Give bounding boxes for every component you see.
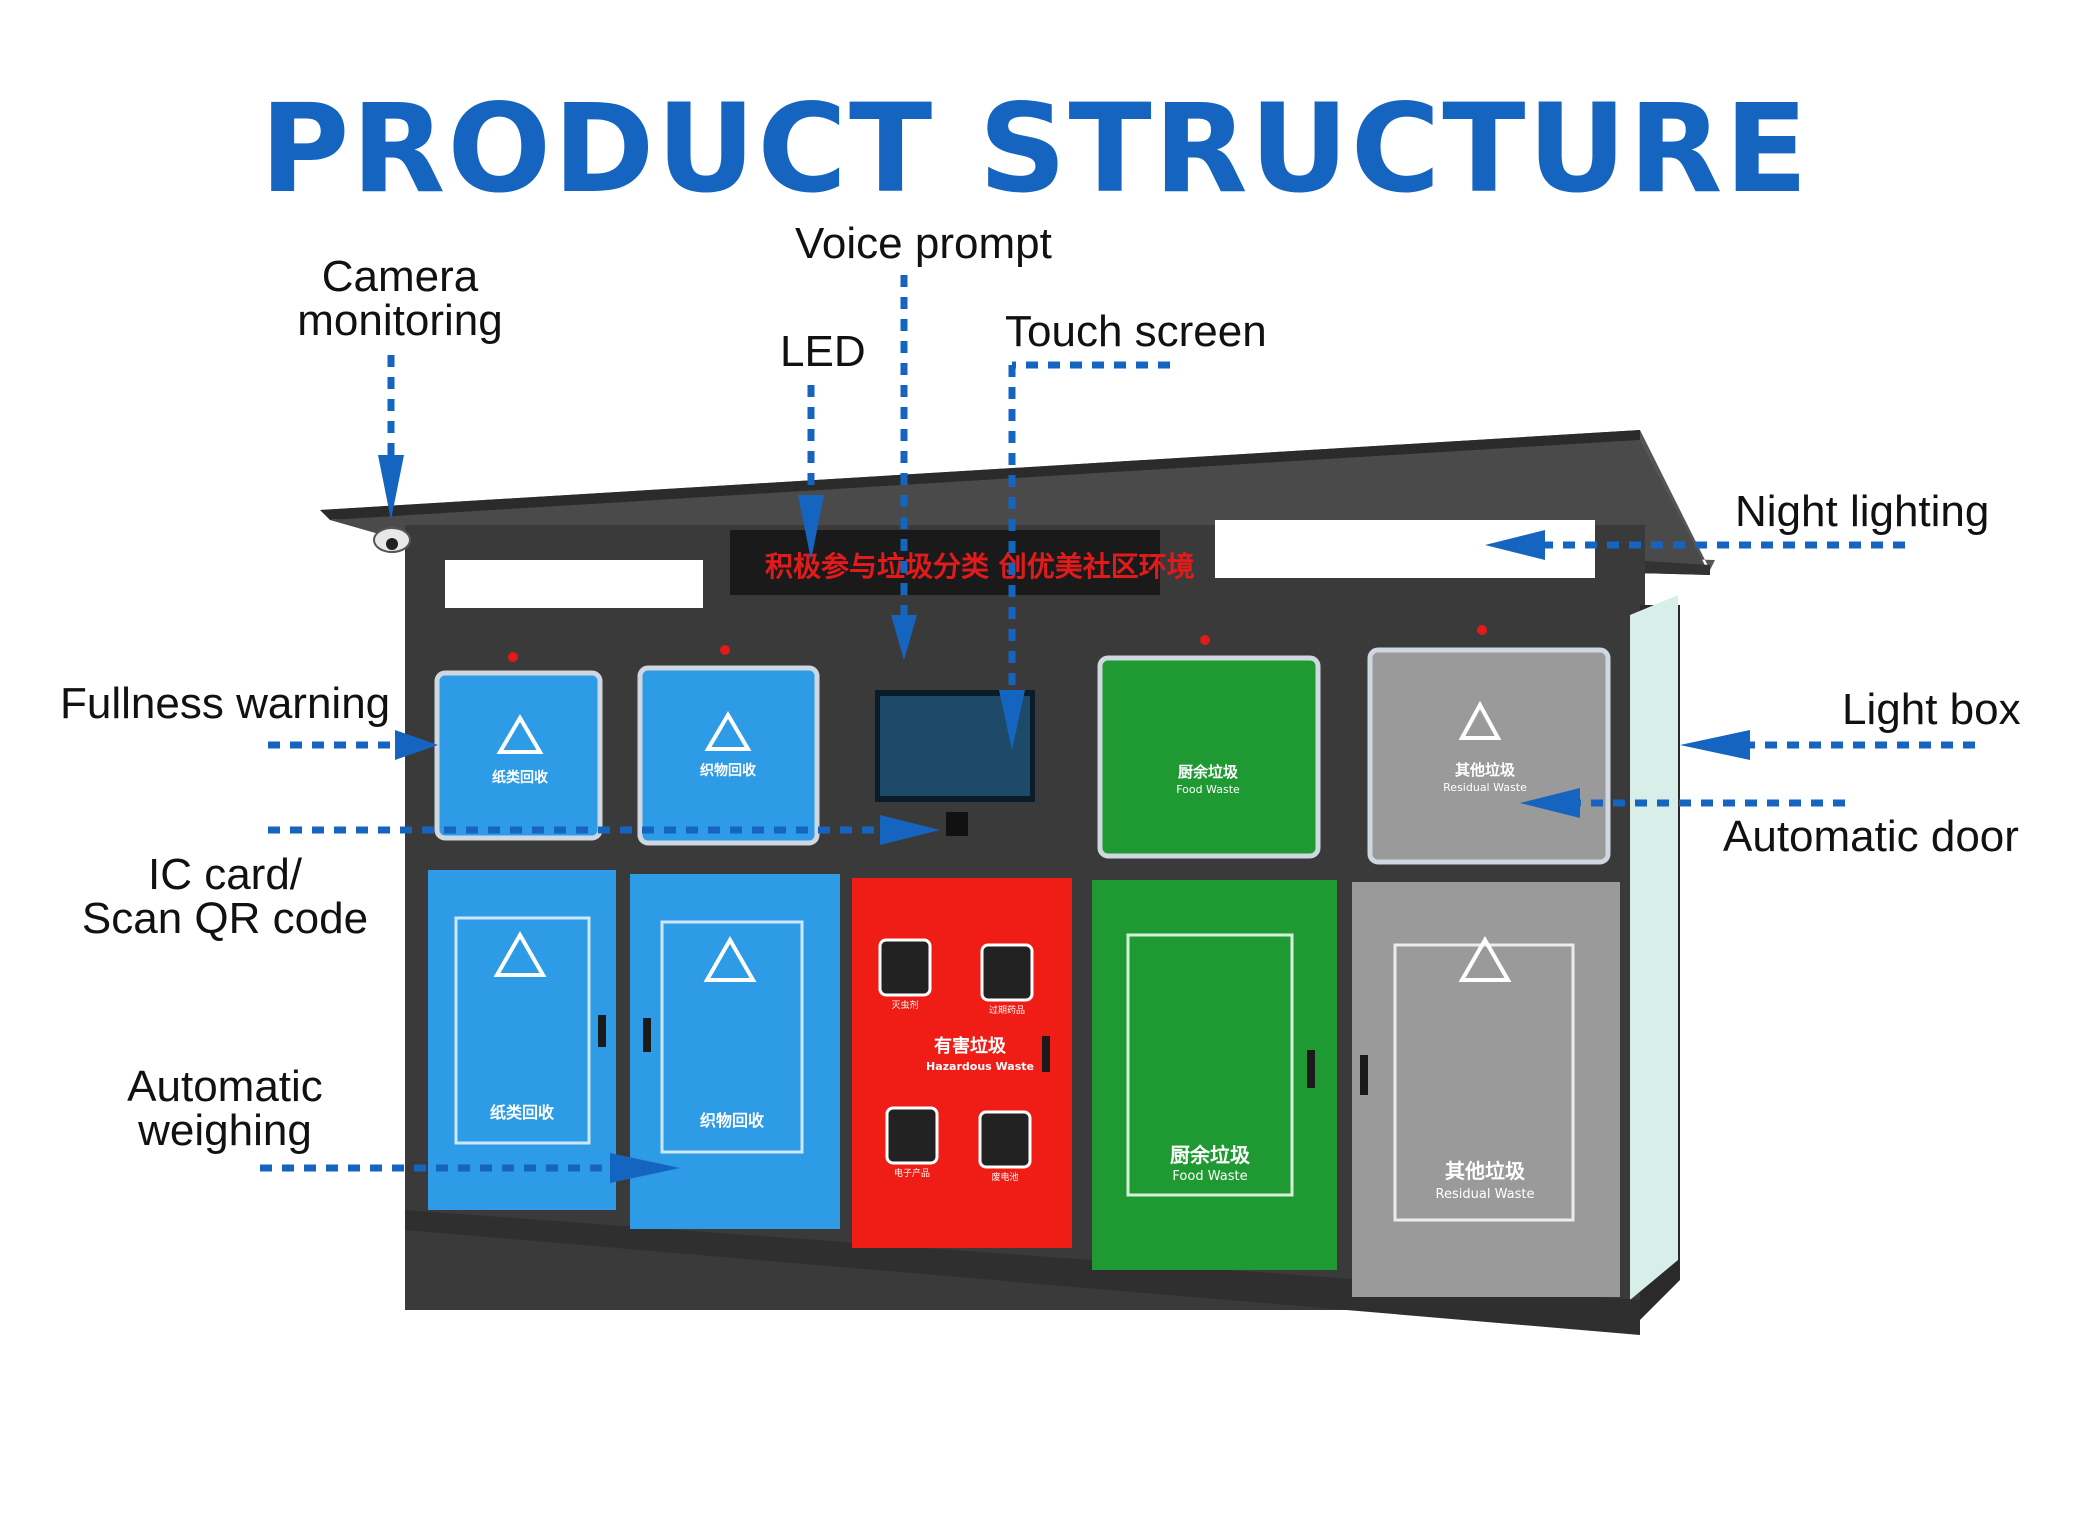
label-camera: Camera monitoring bbox=[290, 255, 510, 343]
residual-upper-panel bbox=[1367, 647, 1611, 865]
fabric-upper-panel bbox=[637, 665, 820, 846]
paper-door bbox=[428, 870, 616, 1210]
led-display bbox=[730, 530, 1160, 595]
warning-lights bbox=[508, 625, 1487, 662]
door-label-hazardous-en: Hazardous Waste bbox=[926, 1060, 1034, 1073]
label-automatic-door: Automatic door bbox=[1723, 812, 2019, 861]
upper-panels bbox=[434, 640, 1611, 865]
door-label-fabric: 织物回收 bbox=[700, 1111, 764, 1130]
upper-label-paper: 纸类回收 bbox=[492, 769, 549, 786]
leader-lines bbox=[260, 275, 1975, 1183]
upper-label-residual: 其他垃圾 bbox=[1455, 761, 1516, 779]
hazard-label-pesticide: 灭虫剂 bbox=[891, 999, 918, 1011]
door-label-food-en: Food Waste bbox=[1172, 1169, 1247, 1184]
upper-label-food-en: Food Waste bbox=[1176, 783, 1240, 796]
label-weighing-line2: weighing bbox=[138, 1106, 312, 1155]
door-label-hazardous: 有害垃圾 bbox=[934, 1035, 1007, 1057]
door-labels: 纸类回收 织物回收 厨余垃圾 其他垃圾 Food Waste Residual … bbox=[490, 761, 1534, 1202]
residual-door bbox=[1352, 882, 1620, 1297]
label-automatic-weighing: Automatic weighing bbox=[110, 1065, 340, 1153]
hazard-label-battery: 废电池 bbox=[991, 1171, 1018, 1183]
door-label-residual: 其他垃圾 bbox=[1445, 1159, 1526, 1183]
label-ic-card-line1: IC card/ bbox=[147, 850, 303, 899]
recycle-icon bbox=[493, 930, 547, 977]
label-ic-card-line2: Scan QR code bbox=[81, 894, 369, 943]
recycle-icon bbox=[703, 935, 757, 982]
side-lightbox-panel bbox=[1630, 595, 1678, 1300]
upper-label-residual-en: Residual Waste bbox=[1443, 781, 1527, 794]
recycle-icon bbox=[496, 714, 544, 754]
hazard-label-electronics: 电子产品 bbox=[894, 1167, 930, 1179]
label-led: LED bbox=[780, 327, 866, 376]
label-camera-line1: Camera bbox=[321, 252, 479, 301]
label-touch-screen: Touch screen bbox=[1005, 307, 1267, 356]
recycle-icon bbox=[1458, 935, 1512, 982]
label-night-lighting: Night lighting bbox=[1735, 487, 1990, 536]
label-ic-card: IC card/ Scan QR code bbox=[70, 853, 380, 941]
led-text: 积极参与垃圾分类 创优美社区环境 bbox=[765, 550, 1195, 583]
card-reader bbox=[946, 812, 968, 836]
hazard-label-medicine: 过期药品 bbox=[989, 1004, 1025, 1016]
camera-icon bbox=[373, 527, 411, 553]
door-label-food: 厨余垃圾 bbox=[1170, 1143, 1251, 1167]
door-handles bbox=[598, 1015, 1368, 1095]
label-weighing-line1: Automatic bbox=[127, 1062, 323, 1111]
door-label-paper: 纸类回收 bbox=[490, 1103, 554, 1122]
recycle-icons bbox=[493, 700, 1512, 982]
label-fullness-warning: Fullness warning bbox=[60, 679, 391, 728]
recycle-icon bbox=[704, 711, 752, 751]
upper-label-food: 厨余垃圾 bbox=[1178, 763, 1239, 781]
upper-label-fabric: 织物回收 bbox=[700, 762, 757, 779]
page-title: PRODUCT STRUCTURE bbox=[260, 78, 1810, 220]
paper-upper-panel bbox=[434, 670, 603, 841]
door-label-residual-en: Residual Waste bbox=[1436, 1187, 1535, 1202]
label-light-box: Light box bbox=[1842, 685, 2021, 734]
label-voice-prompt: Voice prompt bbox=[795, 219, 1052, 268]
hazard-icons bbox=[878, 938, 1034, 1169]
recycle-icon bbox=[1458, 700, 1502, 740]
food-upper-panel bbox=[1097, 655, 1321, 859]
label-camera-line2: monitoring bbox=[297, 296, 503, 345]
food-door bbox=[1092, 880, 1337, 1270]
